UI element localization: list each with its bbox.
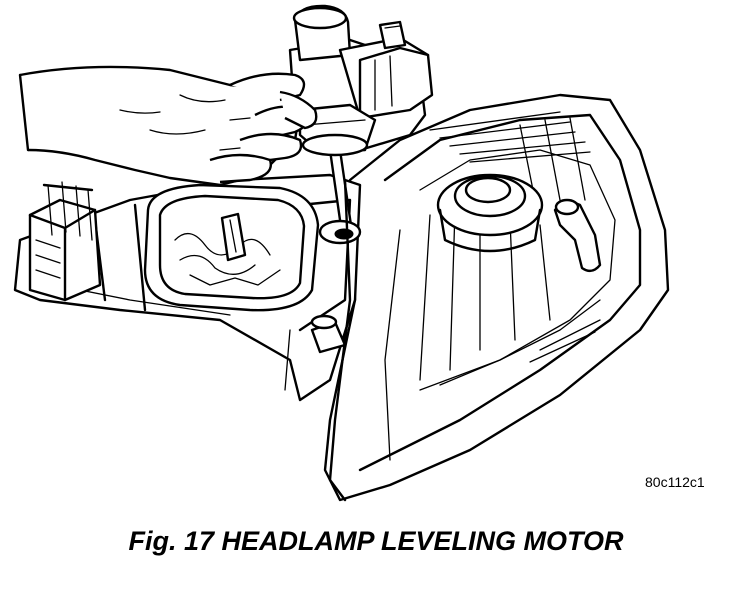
headlamp-housing xyxy=(323,93,670,502)
technician-hand xyxy=(18,65,318,187)
electrical-connector xyxy=(28,181,102,302)
access-opening xyxy=(143,183,320,312)
figure-reference-code: 80c112c1 xyxy=(645,474,705,490)
leveling-motor xyxy=(288,4,434,157)
figure-caption: Fig. 17 HEADLAMP LEVELING MOTOR xyxy=(128,526,624,556)
housing-front-edge xyxy=(328,178,352,502)
